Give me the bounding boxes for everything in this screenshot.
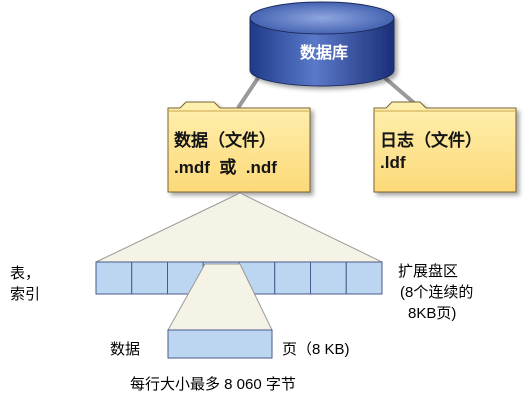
log-file-extension: .ldf — [380, 153, 406, 172]
extent-label-line1: 扩展盘区 — [398, 263, 459, 280]
table-index-label-line2: 索引 — [10, 286, 41, 303]
extent-page-cell — [310, 261, 347, 295]
bottom-caption: 每行大小最多 8 060 字节 — [130, 376, 296, 393]
table-index-label-line1: 表， — [10, 265, 41, 282]
connector-db-to-data — [236, 76, 260, 110]
log-file-folder — [373, 101, 517, 193]
data-file-folder — [167, 101, 311, 193]
extent-label-line2: (8个连续的 — [400, 284, 474, 301]
extent-label-line3: 8KB页) — [408, 305, 457, 322]
zoom-funnel-extent — [95, 192, 383, 263]
log-file-title: 日志（文件） — [380, 131, 482, 150]
data-file-title: 数据（文件） — [174, 131, 276, 150]
data-page — [167, 329, 273, 359]
extent-page-cell — [95, 261, 133, 295]
page-left-label: 数据 — [110, 341, 141, 358]
extent-page-cell — [274, 261, 311, 295]
page-right-label: 页（8 KB) — [282, 341, 350, 358]
data-file-extensions: .mdf 或 .ndf — [174, 158, 277, 177]
extent-page-cell — [131, 261, 168, 295]
database-cylinder — [249, 1, 395, 87]
database-label: 数据库 — [300, 45, 349, 62]
extent-page-cell — [345, 261, 383, 295]
